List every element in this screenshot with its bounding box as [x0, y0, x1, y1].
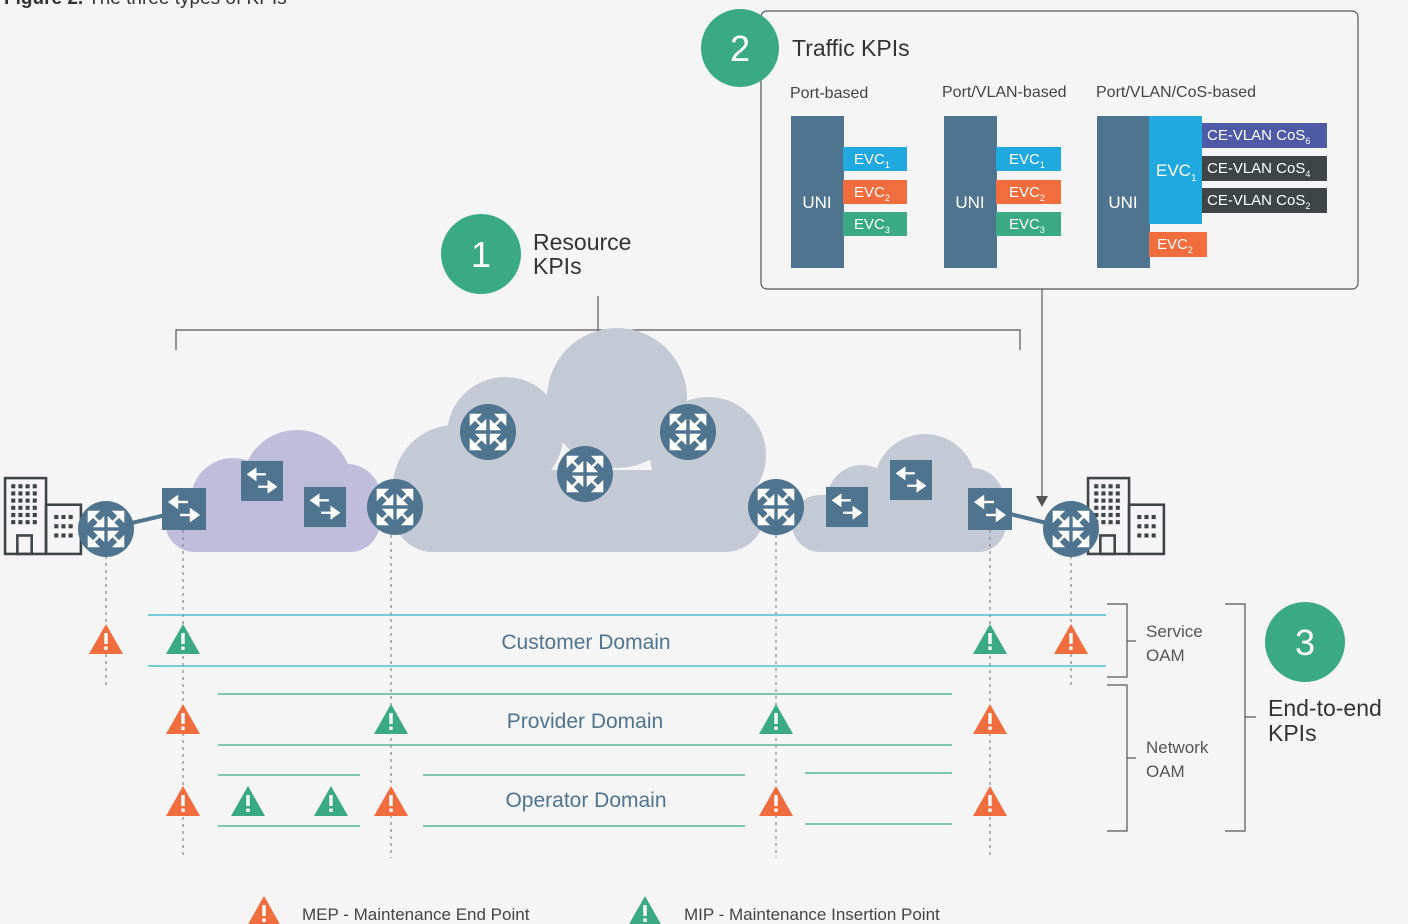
- mep-icon: [374, 786, 408, 816]
- evc3-port: [843, 212, 907, 236]
- cevlan-cos4: [1202, 156, 1327, 181]
- uni-block-port: [791, 116, 844, 268]
- kpi-2-badge: [701, 9, 779, 87]
- provider-domain-lines: [218, 693, 952, 746]
- mip-icon: [231, 786, 265, 816]
- kpi-3-line1: End-to-end: [1268, 695, 1382, 721]
- building-left-icon: [3, 476, 83, 556]
- mip-icon: [314, 786, 348, 816]
- cevlan-cos6: [1202, 123, 1327, 148]
- port-vlan-cos-based-label: Port/VLAN/CoS-based: [1096, 84, 1256, 101]
- router-core-3-icon: [660, 404, 716, 460]
- building-right-icon: [1086, 476, 1166, 556]
- mep-icon: [759, 786, 793, 816]
- evc3-vlan-label: EVC3: [1009, 216, 1045, 235]
- evc2-port: [843, 180, 907, 204]
- service-oam-line2: OAM: [1146, 646, 1185, 665]
- mep-icon: [166, 786, 200, 816]
- evc1-vlan-label: EVC1: [1009, 151, 1045, 170]
- evc1-port-label: EVC1: [854, 151, 890, 170]
- router-core-1-icon: [460, 404, 516, 460]
- uni-label-port: UNI: [802, 193, 831, 212]
- kpi-3-number: 3: [1295, 622, 1315, 663]
- figure-caption: Figure 2. The three types of KPIs: [4, 0, 287, 10]
- provider-domain-label: Provider Domain: [507, 710, 663, 733]
- kpi-1-line1: Resource: [533, 229, 631, 255]
- port-vlan-based-label: Port/VLAN-based: [942, 84, 1067, 101]
- service-oam-line1: Service: [1146, 622, 1203, 641]
- cevlan-cos4-label: CE-VLAN CoS4: [1207, 160, 1310, 179]
- resource-kpi-bracket: [175, 296, 1021, 350]
- router-core-2-icon: [557, 446, 613, 502]
- legend-mep-icon: [247, 896, 281, 924]
- evc3-vlan: [996, 212, 1061, 236]
- uni-label-vlan: UNI: [955, 193, 984, 212]
- switch-gray-1-icon: [826, 486, 868, 528]
- evc2-vlan-label: EVC2: [1009, 184, 1045, 203]
- kpi-1-badge: [441, 214, 521, 294]
- mep-icon: [1054, 624, 1088, 654]
- evc2-cos-label: EVC2: [1157, 236, 1193, 255]
- mip-icon: [374, 704, 408, 734]
- switch-provider-left-icon: [162, 488, 206, 530]
- customer-domain-lines: [148, 614, 1106, 667]
- kpi-1-line2: KPIs: [533, 253, 582, 279]
- operator-domain-lines: [218, 772, 952, 827]
- cevlan-cos2-label: CE-VLAN CoS2: [1207, 192, 1310, 211]
- traffic-kpi-panel: [760, 10, 1359, 290]
- cevlan-cos2: [1202, 188, 1327, 213]
- router-customer-right-icon: [1043, 501, 1099, 557]
- evc2-cos: [1149, 232, 1207, 257]
- uni-label-cos: UNI: [1108, 193, 1137, 212]
- router-customer-left-icon: [78, 501, 134, 557]
- evc1-port: [843, 147, 907, 171]
- gray-cloud-center: [393, 328, 766, 552]
- evc2-vlan: [996, 180, 1061, 204]
- kpi-1-number: 1: [471, 234, 491, 275]
- mep-icon: [973, 786, 1007, 816]
- mip-icon: [166, 624, 200, 654]
- network-oam-bracket: [1107, 684, 1128, 832]
- customer-domain-label: Customer Domain: [501, 631, 670, 654]
- switch-purple-1-icon: [241, 460, 283, 502]
- evc2-port-label: EVC2: [854, 184, 890, 203]
- kpi-3-line2: KPIs: [1268, 720, 1317, 746]
- legend-mep-label: MEP - Maintenance End Point: [302, 905, 530, 924]
- switch-gray-2-icon: [890, 459, 932, 501]
- evc1-vlan: [996, 147, 1061, 171]
- switch-provider-right-icon: [968, 488, 1012, 530]
- uni-block-vlan: [944, 116, 997, 268]
- end-to-end-bracket: [1225, 603, 1256, 832]
- evc3-port-label: EVC3: [854, 216, 890, 235]
- router-operator-right-icon: [748, 479, 804, 535]
- mep-icon: [89, 624, 123, 654]
- mep-icon: [973, 704, 1007, 734]
- kpi-2-title: Traffic KPIs: [792, 35, 910, 61]
- port-based-label: Port-based: [790, 85, 868, 102]
- uni-block-cos: [1097, 116, 1150, 268]
- legend-mip-label: MIP - Maintenance Insertion Point: [684, 905, 940, 924]
- network-oam-line2: OAM: [1146, 762, 1185, 781]
- switch-purple-2-icon: [304, 486, 346, 528]
- mip-icon: [973, 624, 1007, 654]
- cevlan-cos6-label: CE-VLAN CoS6: [1207, 127, 1310, 146]
- mep-icon: [166, 704, 200, 734]
- kpi-2-number: 2: [730, 28, 750, 69]
- operator-domain-label: Operator Domain: [505, 789, 666, 812]
- kpi-3-badge: [1265, 602, 1345, 682]
- service-oam-bracket: [1107, 603, 1128, 678]
- legend-mip-icon: [628, 896, 662, 924]
- router-operator-left-icon: [367, 479, 423, 535]
- network-oam-line1: Network: [1146, 738, 1209, 757]
- evc1-cos: [1149, 116, 1202, 224]
- mip-icon: [759, 704, 793, 734]
- traffic-connector-arrow: [1036, 496, 1048, 507]
- evc1-cos-label: EVC1: [1156, 161, 1197, 184]
